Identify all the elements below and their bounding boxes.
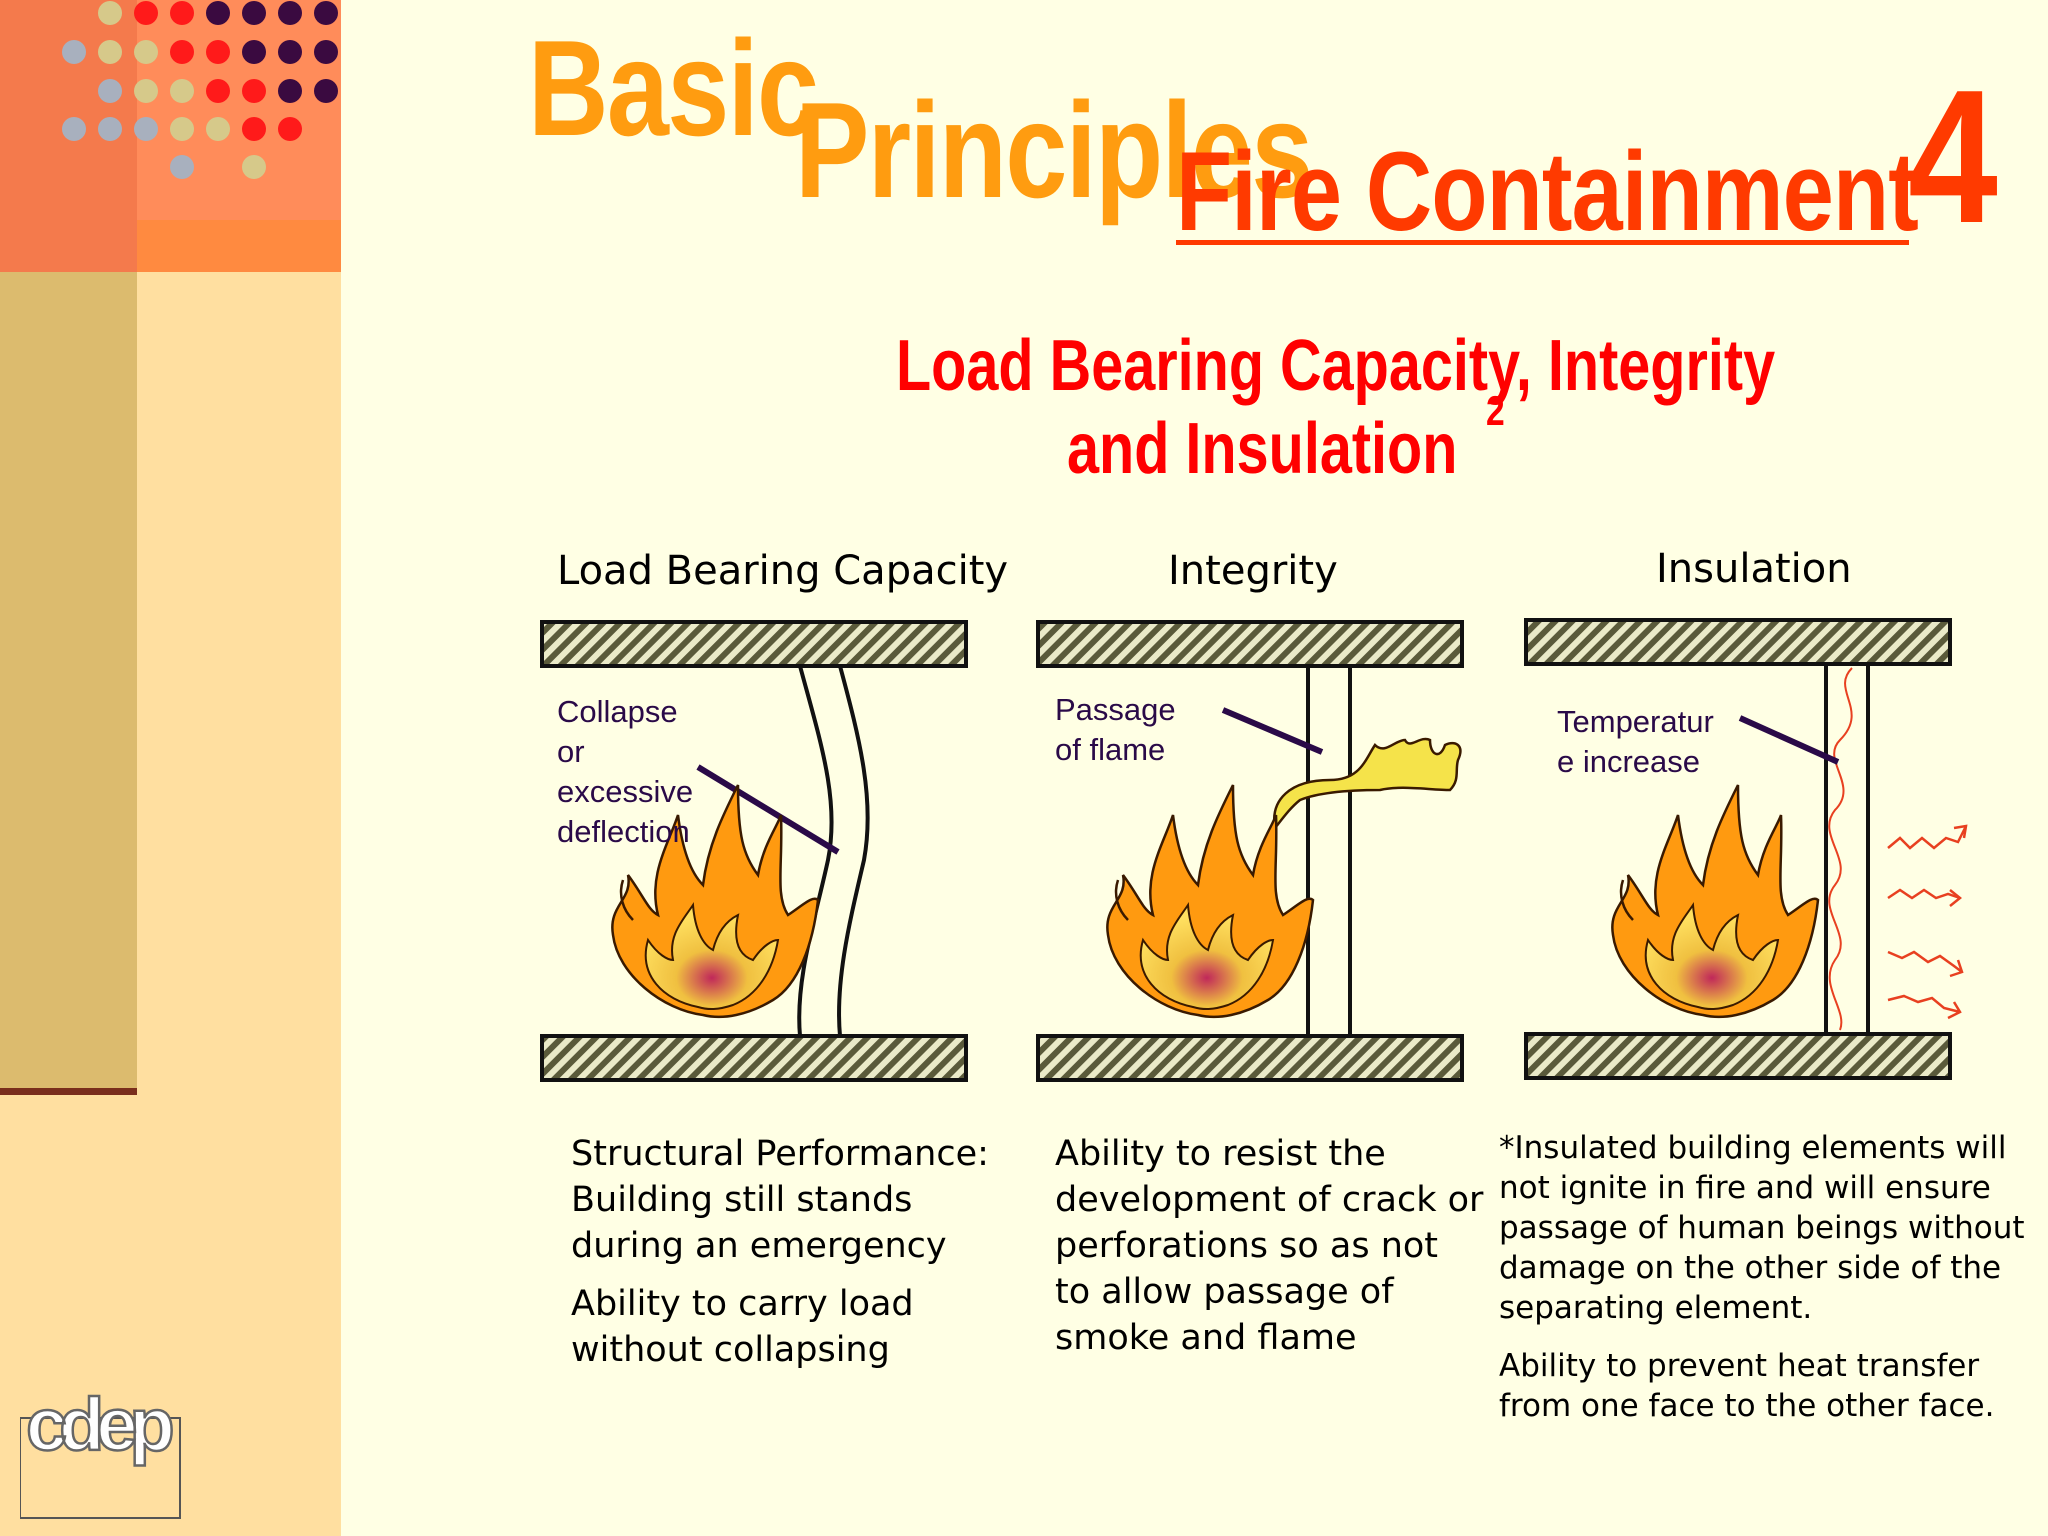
description-line: damage on the other side of the <box>1499 1250 2002 1286</box>
description-paragraph: Ability to resist the development of cra… <box>1055 1131 1483 1361</box>
pointer-line-3 <box>1738 715 1840 765</box>
panel-heading-integrity: Integrity <box>1168 548 1338 594</box>
description-line: without collapsing <box>571 1330 890 1370</box>
label-line: deflection <box>557 814 690 849</box>
description-line: Ability to resist the <box>1055 1134 1386 1174</box>
description-load-bearing: Structural Performance: Building still s… <box>571 1131 989 1373</box>
description-line: Structural Performance: <box>571 1134 989 1174</box>
title-basic: Basic <box>528 12 819 164</box>
fire-icon <box>1611 783 1820 1019</box>
description-line: from one face to the other face. <box>1499 1388 1995 1424</box>
description-line: to allow passage of <box>1055 1272 1394 1312</box>
dot-grid <box>62 1 338 179</box>
passing-flame-icon <box>1273 737 1462 831</box>
sidebar-strip <box>0 272 137 1090</box>
label-line: or <box>557 734 585 769</box>
description-line: Ability to carry load <box>571 1284 914 1324</box>
description-line: separating element. <box>1499 1290 1813 1326</box>
label-temperature-increase: Temperatur e increase <box>1557 702 1714 782</box>
description-insulation: *Insulated building elements will not ig… <box>1499 1128 2025 1426</box>
pointer-line-1 <box>696 764 840 855</box>
label-collapse: Collapse or excessive deflection <box>557 692 693 852</box>
ceiling-slab-1 <box>540 620 968 668</box>
label-line: of flame <box>1055 732 1166 767</box>
subtitle-superscript: 2 <box>1486 387 1505 434</box>
temperature-wave <box>1828 667 1853 1031</box>
subtitle-line-1: Load Bearing Capacity, Integrity <box>896 326 1776 406</box>
sidebar-divider <box>0 1088 137 1095</box>
panel-insulation-art <box>1524 618 1968 1080</box>
panel-integrity-art <box>1036 620 1464 1082</box>
label-line: e increase <box>1557 744 1701 779</box>
label-line: Temperatur <box>1557 704 1714 739</box>
description-paragraph: Ability to carry load without collapsing <box>571 1281 989 1373</box>
description-line: not ignite in fire and will ensure <box>1499 1170 1991 1206</box>
deflecting-column-left <box>797 665 834 1037</box>
description-line: passage of human beings without <box>1499 1210 2025 1246</box>
description-paragraph: Ability to prevent heat transfer from on… <box>1499 1346 2025 1426</box>
deflecting-column-right <box>837 665 870 1037</box>
description-line: perforations so as not <box>1055 1226 1439 1266</box>
description-line: during an emergency <box>571 1226 947 1266</box>
floor-slab-2 <box>1036 1034 1464 1082</box>
label-line: excessive <box>557 774 694 809</box>
title-topic-underline <box>1176 240 1909 245</box>
pointer-line-2 <box>1221 707 1324 755</box>
label-line: Passage <box>1055 692 1176 727</box>
label-line: Collapse <box>557 694 678 729</box>
heat-arrows <box>1887 824 1968 1020</box>
description-line: *Insulated building elements will <box>1499 1130 2007 1166</box>
ceiling-slab-2 <box>1036 620 1464 668</box>
floor-slab-3 <box>1524 1032 1952 1080</box>
panel-heading-load-bearing: Load Bearing Capacity <box>557 548 1009 594</box>
description-line: smoke and flame <box>1055 1318 1357 1358</box>
title-principles: Principles <box>795 74 1313 226</box>
description-line: Building still stands <box>571 1180 913 1220</box>
description-paragraph: Structural Performance: Building still s… <box>571 1131 989 1269</box>
title-topic: Fire Containment <box>1176 129 1919 254</box>
description-integrity: Ability to resist the development of cra… <box>1055 1131 1483 1361</box>
panel-heading-insulation: Insulation <box>1656 546 1852 592</box>
description-paragraph: *Insulated building elements will not ig… <box>1499 1128 2025 1328</box>
description-line: Ability to prevent heat transfer <box>1499 1348 1980 1384</box>
logo-text: cdep <box>26 1383 173 1466</box>
description-line: development of crack or <box>1055 1180 1484 1220</box>
ceiling-slab-3 <box>1524 618 1952 666</box>
subtitle-line-2: and Insulation <box>1067 409 1458 489</box>
slide-number: 4 <box>1908 51 1998 263</box>
cdep-logo: cdep <box>20 1382 182 1519</box>
label-passage-of-flame: Passage of flame <box>1055 690 1176 770</box>
floor-slab-1 <box>540 1034 968 1082</box>
panel-load-bearing-art <box>540 620 968 1082</box>
decorative-dots <box>62 1 338 179</box>
